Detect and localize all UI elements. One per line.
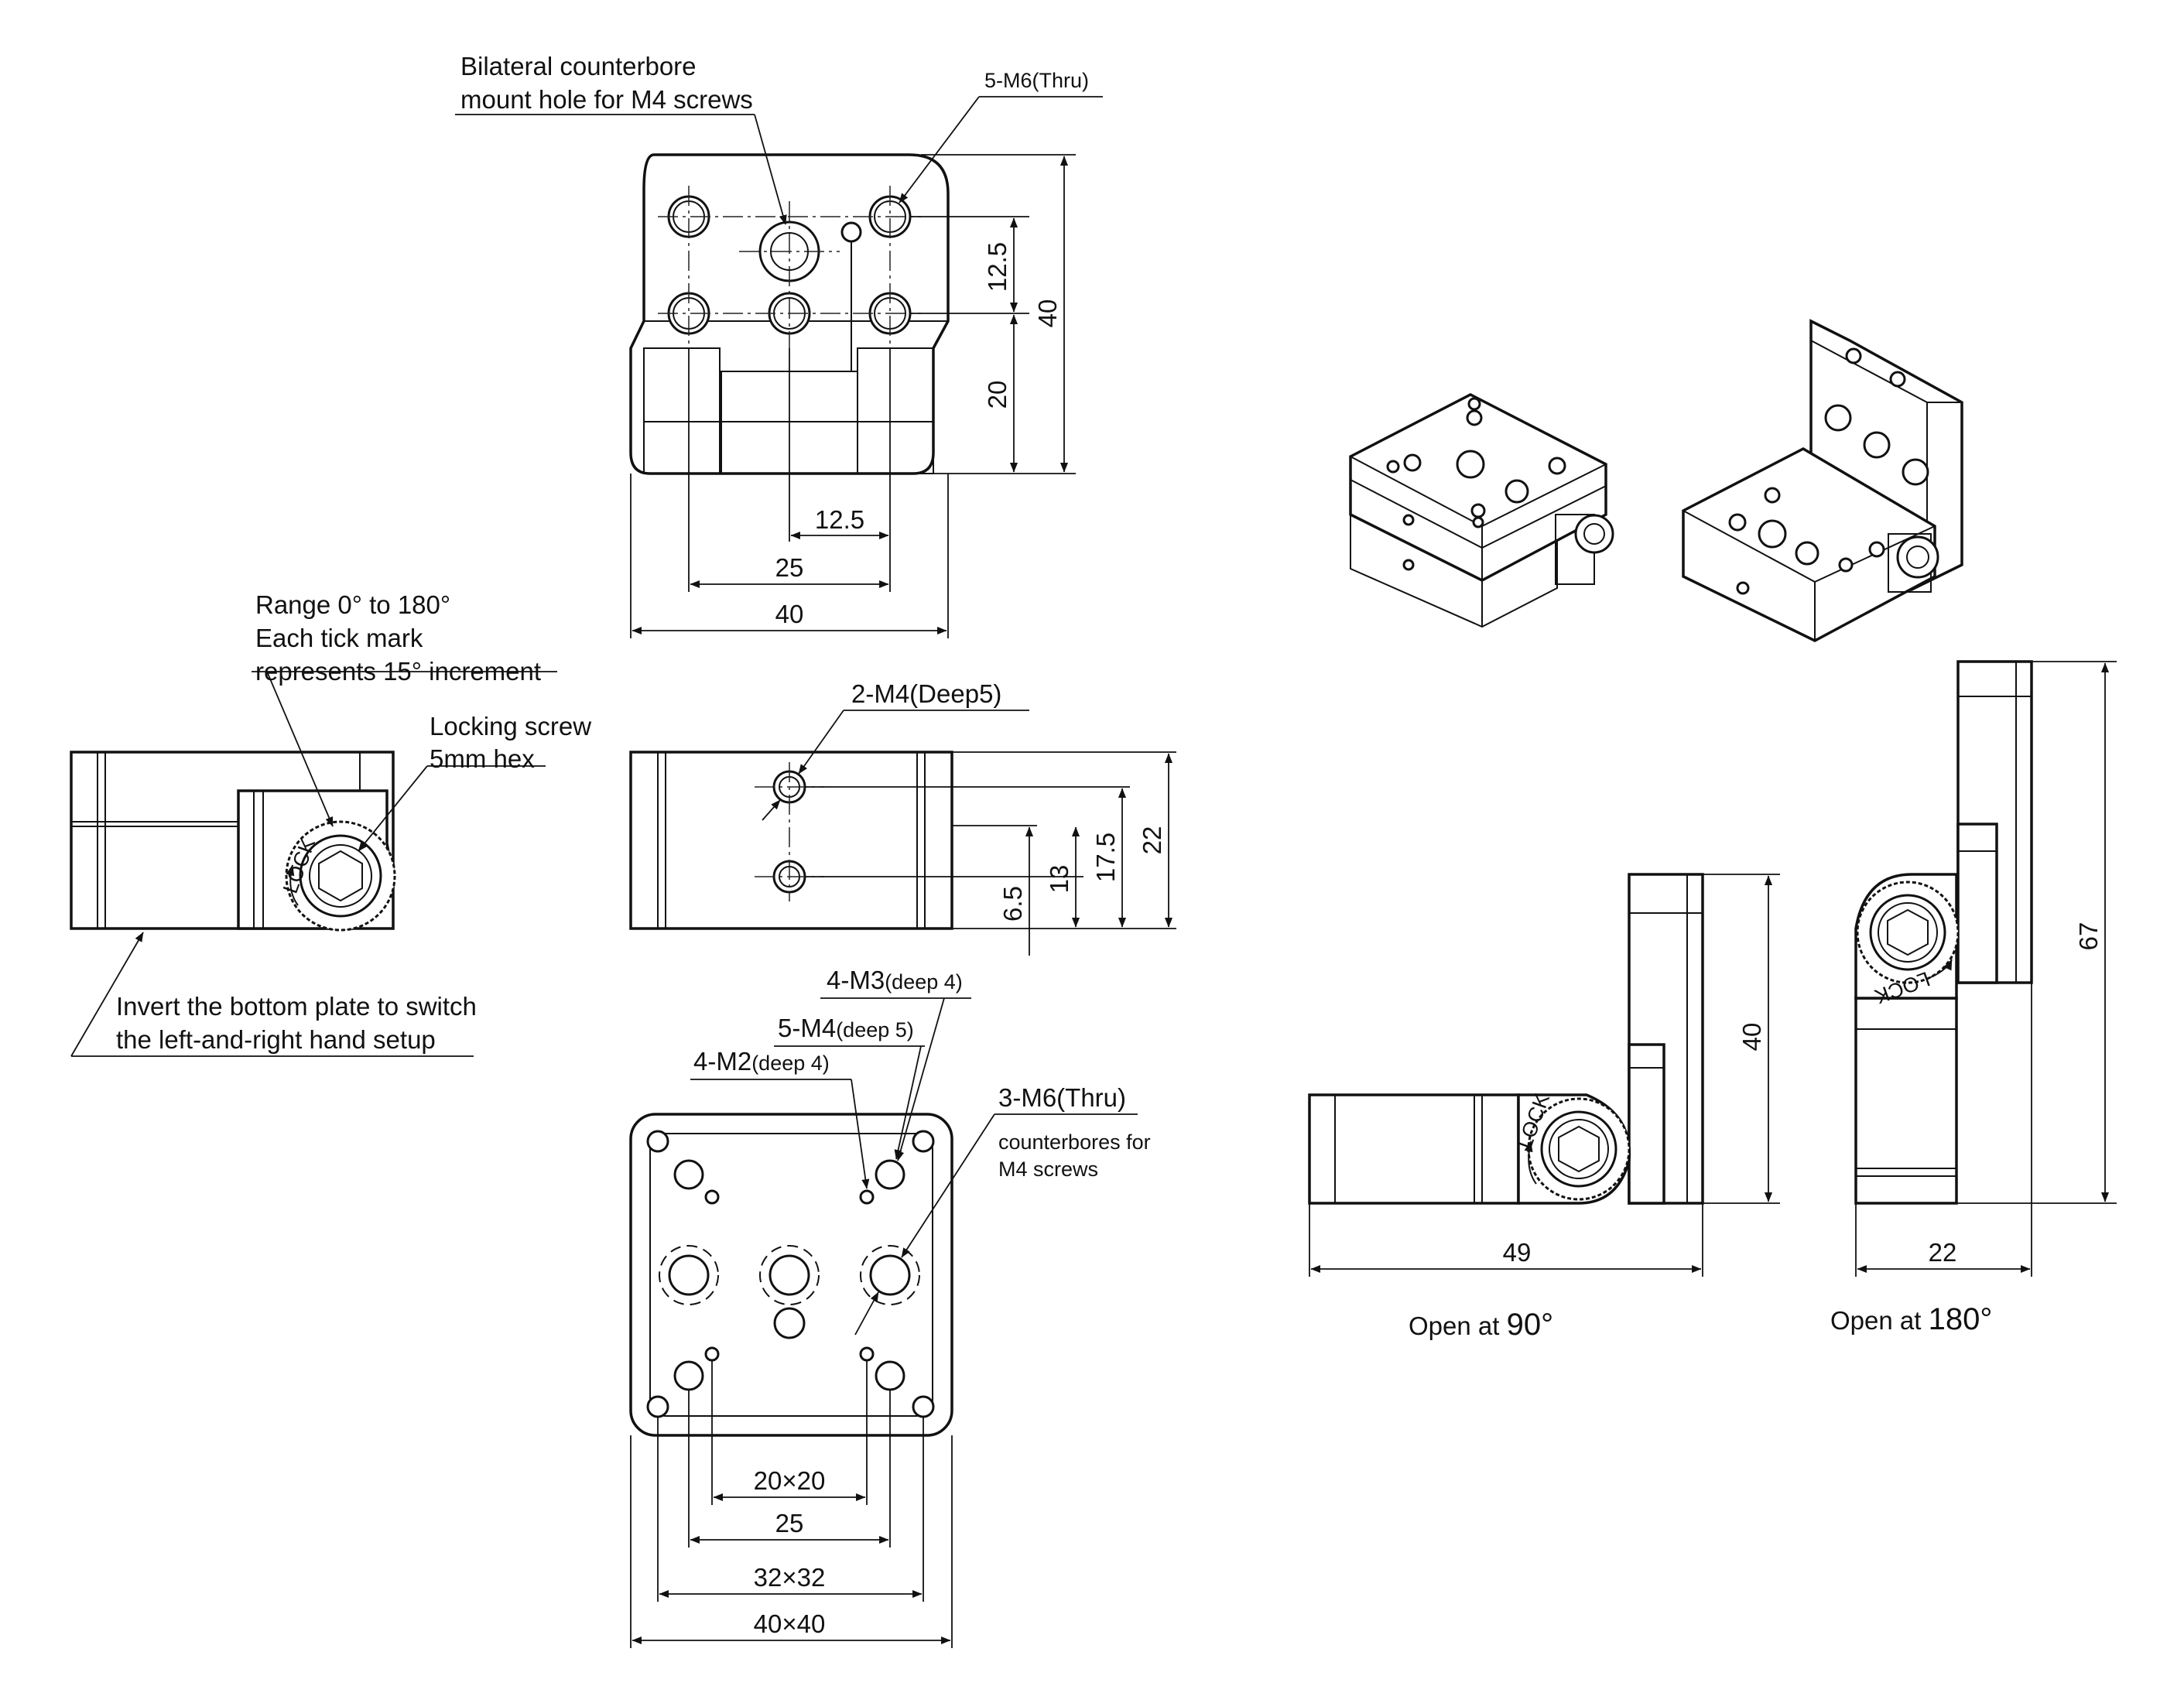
isometric-closed-hinge bbox=[1349, 393, 1614, 628]
top-callout-counterbore-line2: mount hole for M4 screws bbox=[460, 85, 753, 114]
bottom-dim-32x32: 32×32 bbox=[754, 1563, 826, 1592]
side-callout-range-line2: Each tick mark bbox=[255, 624, 423, 652]
front-dim-22: 22 bbox=[1138, 826, 1166, 855]
top-dim-12-5-horizontal: 12.5 bbox=[815, 505, 864, 534]
front-dim-13: 13 bbox=[1045, 865, 1073, 894]
front-view: 6.5 13 17.5 22 2-M4(Deep5) bbox=[629, 679, 1176, 956]
side-view: LOCK Range 0° to 180° Each tick mark rep… bbox=[70, 590, 591, 1057]
bottom-view: 20×20 25 32×32 40×40 4-M3(deep 4) 5-M4(d… bbox=[629, 966, 1151, 1648]
top-view: 12.5 20 40 12.5 25 40 Bilateral counterb… bbox=[455, 52, 1103, 638]
bottom-callout-5-m4: 5-M4(deep 5) bbox=[778, 1014, 914, 1042]
top-dim-40-horizontal: 40 bbox=[775, 600, 804, 628]
top-dim-40-vertical: 40 bbox=[1033, 299, 1062, 328]
side-callout-range-line1: Range 0° to 180° bbox=[255, 590, 450, 619]
top-callout-5-m6-thru: 5-M6(Thru) bbox=[984, 69, 1089, 92]
front-dim-6-5: 6.5 bbox=[998, 886, 1027, 922]
bottom-callout-3-m6: 3-M6(Thru) bbox=[998, 1083, 1126, 1112]
open-180-view: LOCK 67 22 Open at 180° bbox=[1830, 660, 2117, 1336]
bottom-callout-4-m2: 4-M2(deep 4) bbox=[693, 1047, 830, 1076]
top-callout-counterbore-line1: Bilateral counterbore bbox=[460, 52, 697, 80]
open-180-dim-22: 22 bbox=[1929, 1238, 1957, 1267]
open-90-view: LOCK 40 49 Open at 90° bbox=[1308, 873, 1780, 1342]
front-callout-2-m4: 2-M4(Deep5) bbox=[851, 679, 1001, 708]
open-90-dim-49: 49 bbox=[1503, 1238, 1532, 1267]
open-90-caption: Open at 90° bbox=[1409, 1308, 1553, 1342]
open-90-dim-40: 40 bbox=[1737, 1023, 1766, 1052]
side-callout-screw-line2: 5mm hex bbox=[430, 744, 535, 773]
side-callout-range-line3: represents 15° increment bbox=[255, 657, 541, 686]
front-dim-17-5: 17.5 bbox=[1091, 833, 1120, 882]
bottom-dim-20x20: 20×20 bbox=[754, 1466, 826, 1495]
bottom-dim-25: 25 bbox=[775, 1509, 804, 1537]
open-180-dim-67: 67 bbox=[2074, 922, 2103, 951]
side-callout-invert-line1: Invert the bottom plate to switch bbox=[116, 992, 477, 1021]
top-dim-12-5-vertical: 12.5 bbox=[983, 242, 1012, 292]
isometric-open-hinge bbox=[1682, 319, 1963, 642]
top-dim-25-horizontal: 25 bbox=[775, 553, 804, 582]
bottom-view-holes bbox=[646, 1130, 935, 1418]
bottom-callout-4-m3: 4-M3(deep 4) bbox=[827, 966, 963, 994]
top-dim-20-vertical: 20 bbox=[983, 381, 1012, 409]
bottom-dim-40x40: 40×40 bbox=[754, 1609, 826, 1638]
side-callout-screw-line1: Locking screw bbox=[430, 712, 591, 740]
bottom-callout-m6-note-line1: counterbores for bbox=[998, 1130, 1151, 1154]
open-180-caption: Open at 180° bbox=[1830, 1302, 1992, 1336]
bottom-callout-m6-note-line2: M4 screws bbox=[998, 1158, 1098, 1181]
side-callout-invert-line2: the left-and-right hand setup bbox=[116, 1025, 436, 1054]
